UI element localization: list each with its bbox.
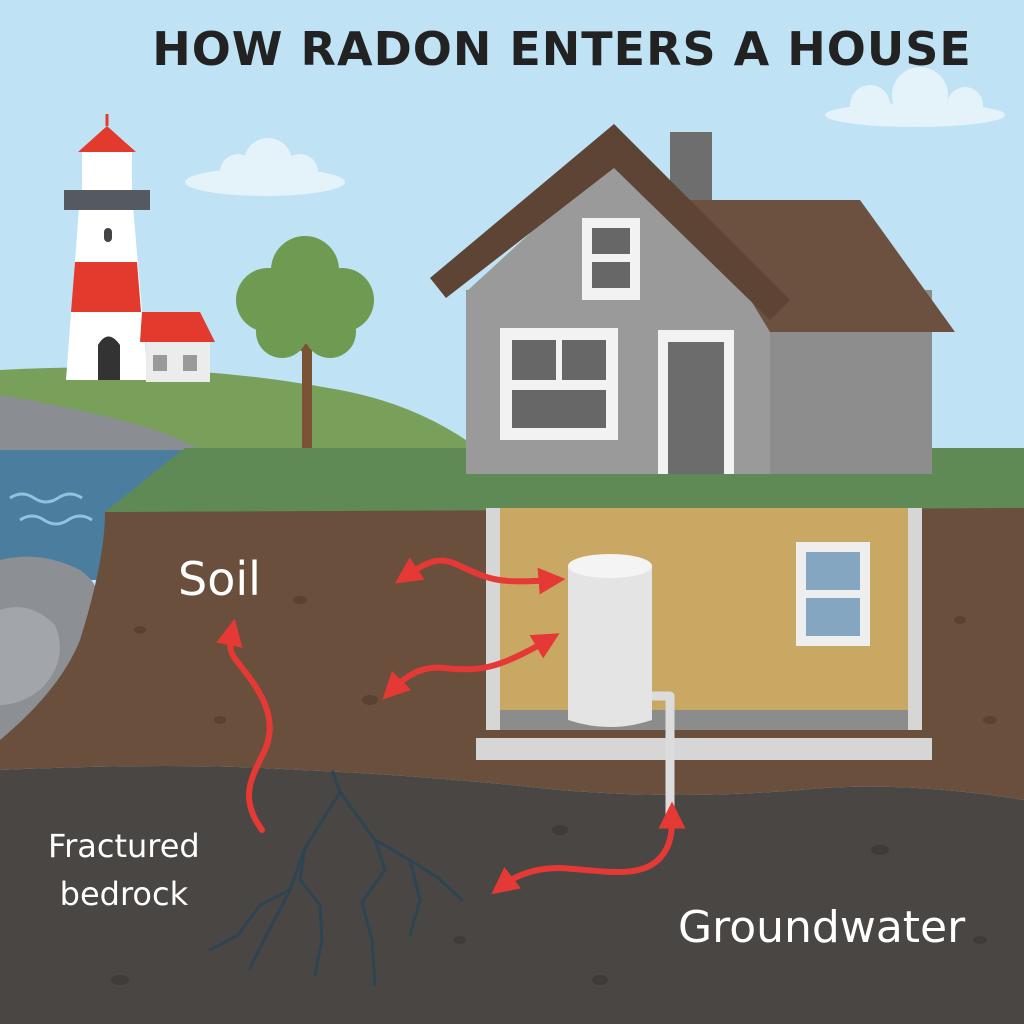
basement (476, 508, 932, 760)
rocks (0, 395, 200, 450)
soil-specks (134, 557, 997, 724)
well-pipe (652, 691, 675, 815)
tree (236, 236, 374, 448)
cloud (185, 138, 345, 196)
wave-lines (9, 492, 93, 526)
radon-arrow (216, 618, 273, 833)
water-tank (568, 554, 652, 727)
rocks (0, 607, 60, 705)
bedrock-label-line1: Fractured (48, 827, 200, 865)
radon-arrows (216, 557, 686, 895)
groundwater-label: Groundwater (678, 902, 966, 953)
keeper-house (140, 312, 215, 382)
radon-arrow (394, 557, 566, 595)
diagram-title: HOW RADON ENTERS A HOUSE (152, 22, 972, 76)
cloud (825, 67, 1005, 127)
radon-arrow (382, 633, 560, 700)
bedrock-layer (0, 766, 1024, 1024)
soil-label: Soil (178, 552, 261, 606)
bedrock-fractures (208, 770, 464, 987)
bedrock-label: Fractured bedrock (48, 822, 200, 918)
lighthouse (64, 114, 150, 380)
bedrock-label-line2: bedrock (59, 875, 189, 913)
house (430, 124, 955, 474)
radon-arrow (491, 801, 686, 895)
